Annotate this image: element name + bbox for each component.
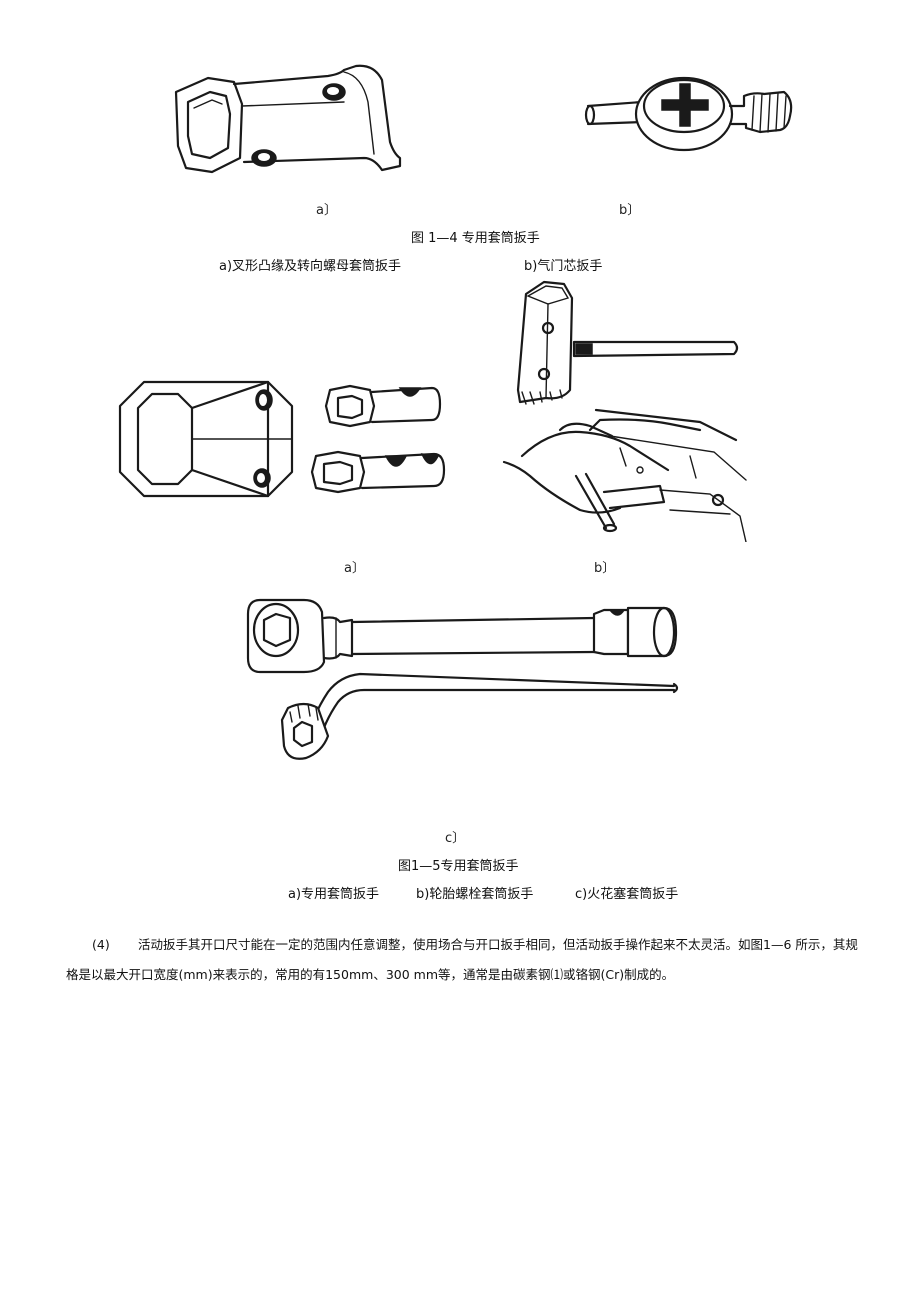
valve-core-wrench-illustration — [584, 76, 793, 152]
paragraph-line-1: (4) 活动扳手其开口尺寸能在一定的范围内任意调整，使用场合与开口扳手相同，但活动… — [66, 930, 866, 960]
paragraph-text-2: 格是以最大开口宽度(mm)来表示的，常用的有150mm、300 mm等，通常是由… — [66, 967, 675, 982]
figure-1-5-subcaption-c: c)火花塞套筒扳手 — [575, 887, 679, 902]
figure-1-4-label-b: b〕 — [619, 203, 641, 218]
figure-1-5-label-c: c〕 — [445, 831, 466, 846]
figure-1-5-label-b: b〕 — [594, 561, 616, 576]
figure-1-5-subcaption-b: b)轮胎螺栓套筒扳手 — [416, 887, 534, 902]
figure-1-4-title: 图 1—4 专用套筒扳手 — [411, 231, 540, 246]
figure-1-4-subcaption-b: b)气门芯扳手 — [524, 259, 603, 274]
tire-bolt-socket-wrench-illustration — [502, 280, 747, 542]
paragraph-text-1: 活动扳手其开口尺寸能在一定的范围内任意调整，使用场合与开口扳手相同，但活动扳手操… — [138, 937, 858, 952]
figure-1-5-title: 图1—5专用套筒扳手 — [398, 859, 519, 874]
spark-plug-socket-wrench-illustration — [246, 598, 679, 760]
paragraph-number: (4) — [92, 937, 110, 952]
figure-1-5-label-a: a〕 — [344, 561, 365, 576]
special-socket-wrench-illustration — [118, 380, 446, 498]
figure-1-4-label-a: a〕 — [316, 203, 337, 218]
paragraph-line-2: 格是以最大开口宽度(mm)来表示的，常用的有150mm、300 mm等，通常是由… — [66, 960, 866, 990]
figure-1-5-subcaption-a: a)专用套筒扳手 — [288, 887, 380, 902]
fork-flange-socket-wrench-illustration — [174, 64, 402, 174]
figure-1-4-subcaption-a: a)叉形凸缘及转向螺母套筒扳手 — [219, 259, 402, 274]
body-paragraph: (4) 活动扳手其开口尺寸能在一定的范围内任意调整，使用场合与开口扳手相同，但活动… — [66, 930, 866, 990]
